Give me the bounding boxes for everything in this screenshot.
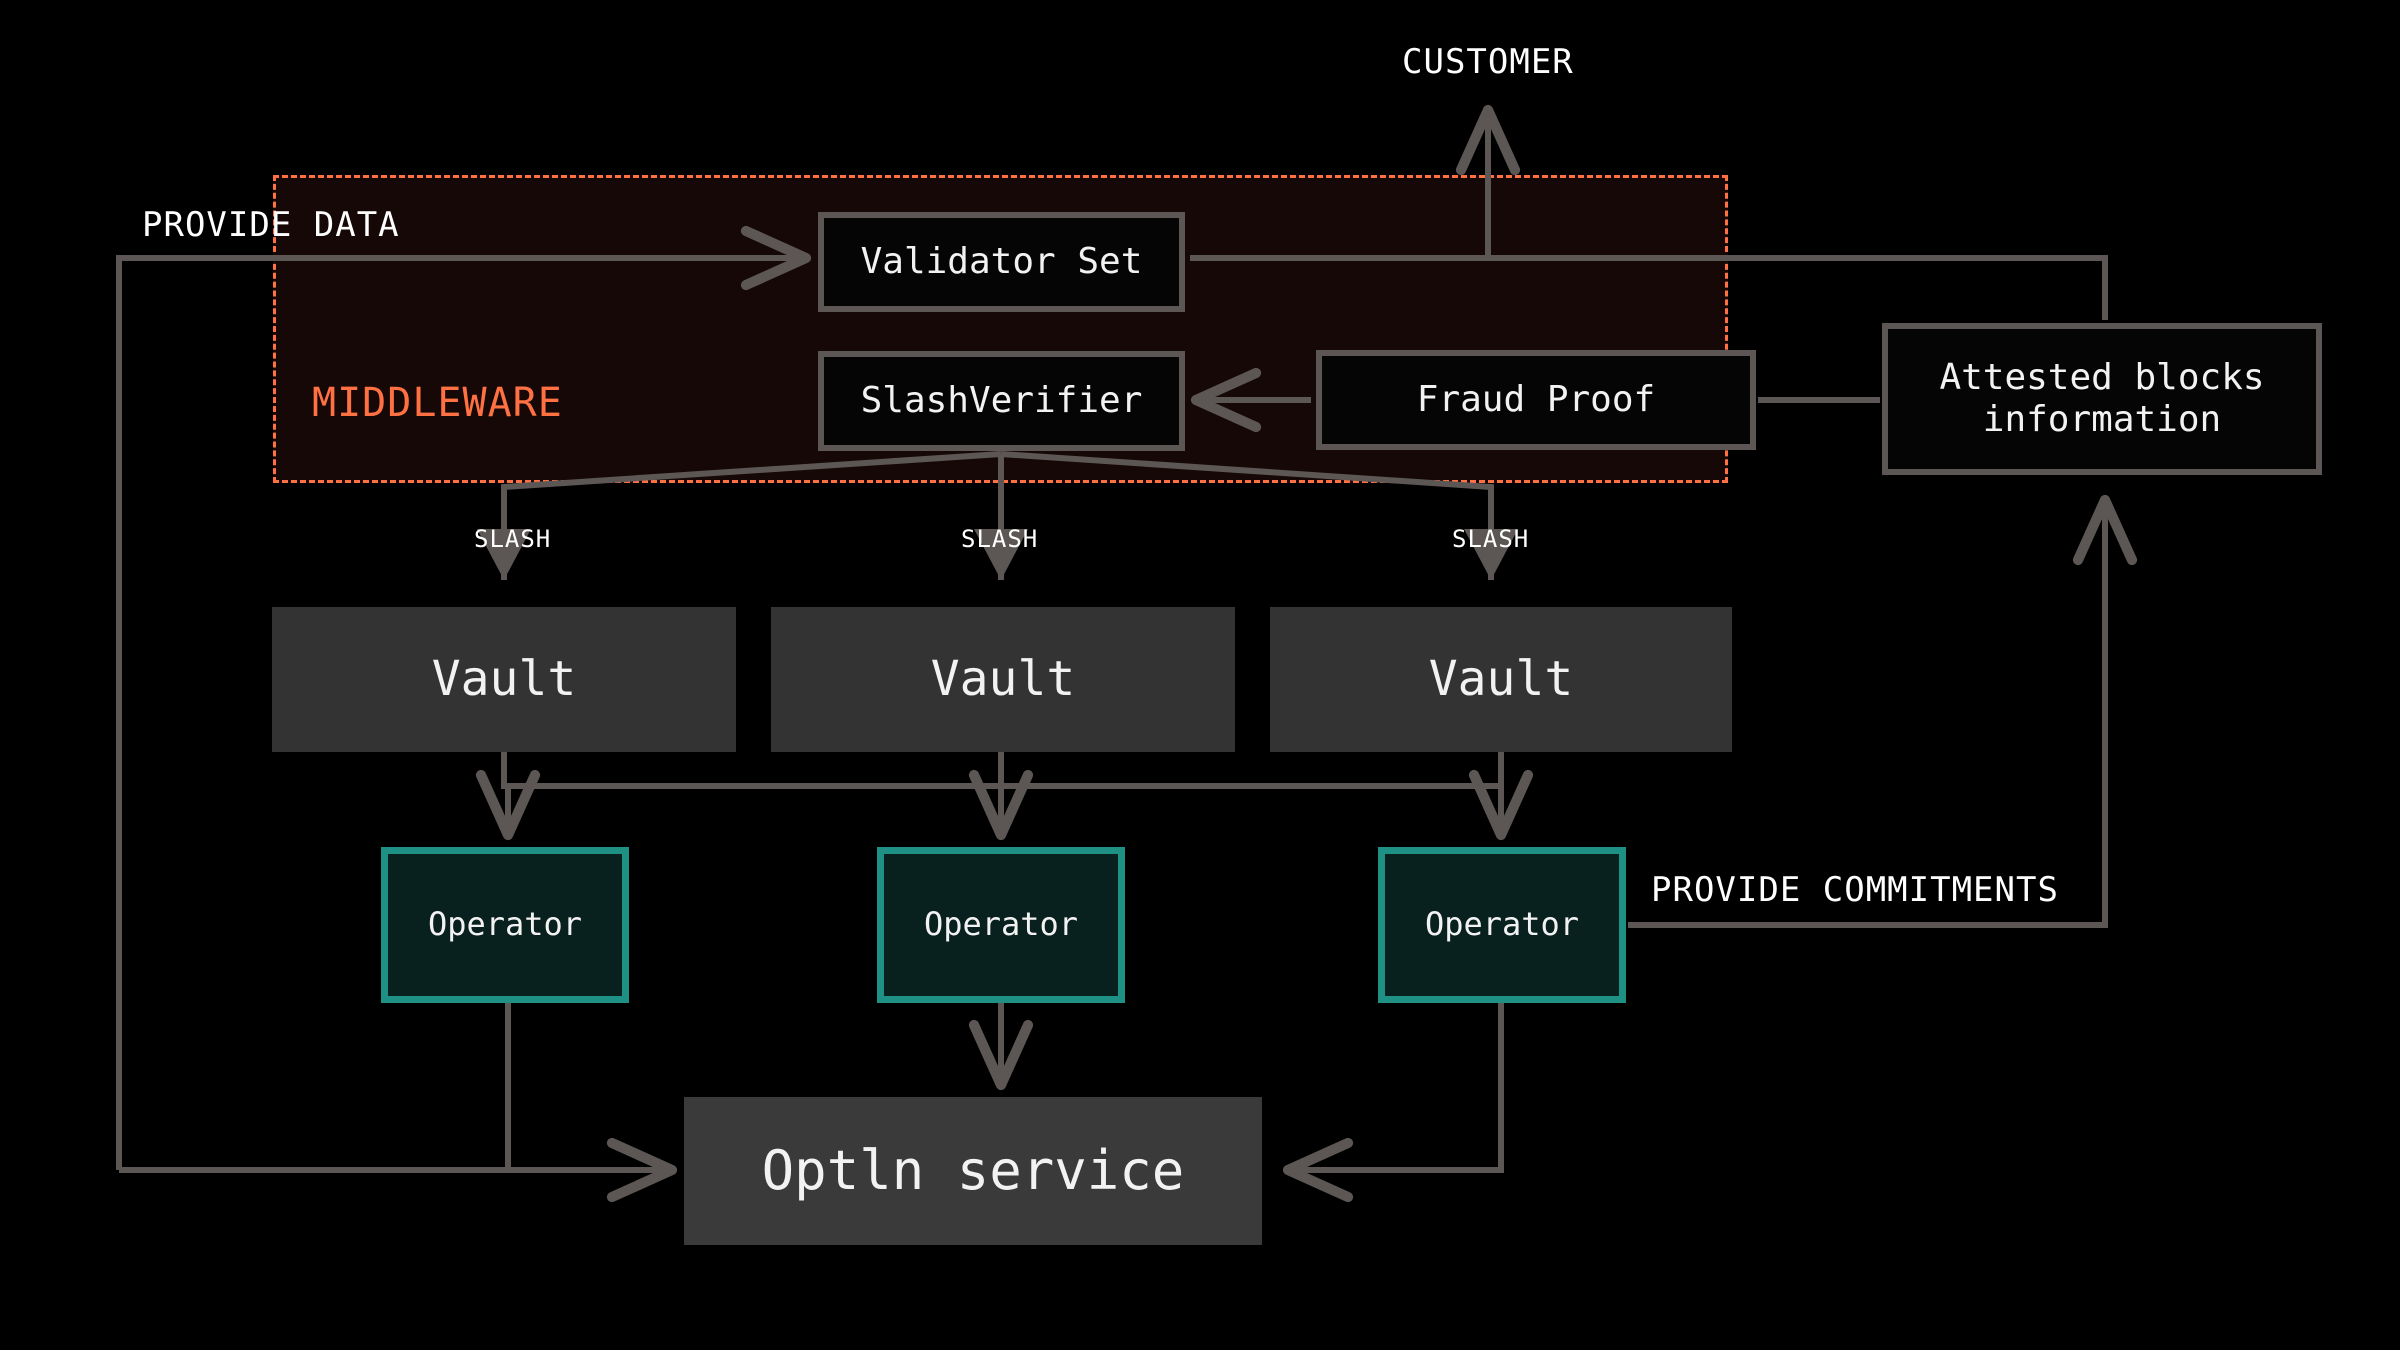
node-vault-1[interactable]: Vault — [272, 607, 736, 752]
slash-label-3: SLASH — [1452, 525, 1530, 553]
slash-label-2: SLASH — [961, 525, 1039, 553]
node-vault-2[interactable]: Vault — [771, 607, 1235, 752]
provide-commitments-label: PROVIDE COMMITMENTS — [1651, 870, 2059, 910]
middleware-zone-label: MIDDLEWARE — [312, 380, 563, 426]
slash-label-1: SLASH — [474, 525, 552, 553]
node-slash-verifier[interactable]: SlashVerifier — [818, 351, 1185, 451]
node-operator-1[interactable]: Operator — [381, 847, 629, 1003]
customer-label: CUSTOMER — [1402, 42, 1574, 82]
node-validator-set[interactable]: Validator Set — [818, 212, 1185, 312]
node-operator-2[interactable]: Operator — [877, 847, 1125, 1003]
node-fraud-proof[interactable]: Fraud Proof — [1316, 350, 1756, 450]
node-attested-blocks[interactable]: Attested blocks information — [1882, 323, 2322, 475]
node-operator-3[interactable]: Operator — [1378, 847, 1626, 1003]
provide-data-label: PROVIDE DATA — [142, 205, 400, 245]
node-vault-3[interactable]: Vault — [1270, 607, 1732, 752]
node-optin-service[interactable]: Optln service — [684, 1097, 1262, 1245]
